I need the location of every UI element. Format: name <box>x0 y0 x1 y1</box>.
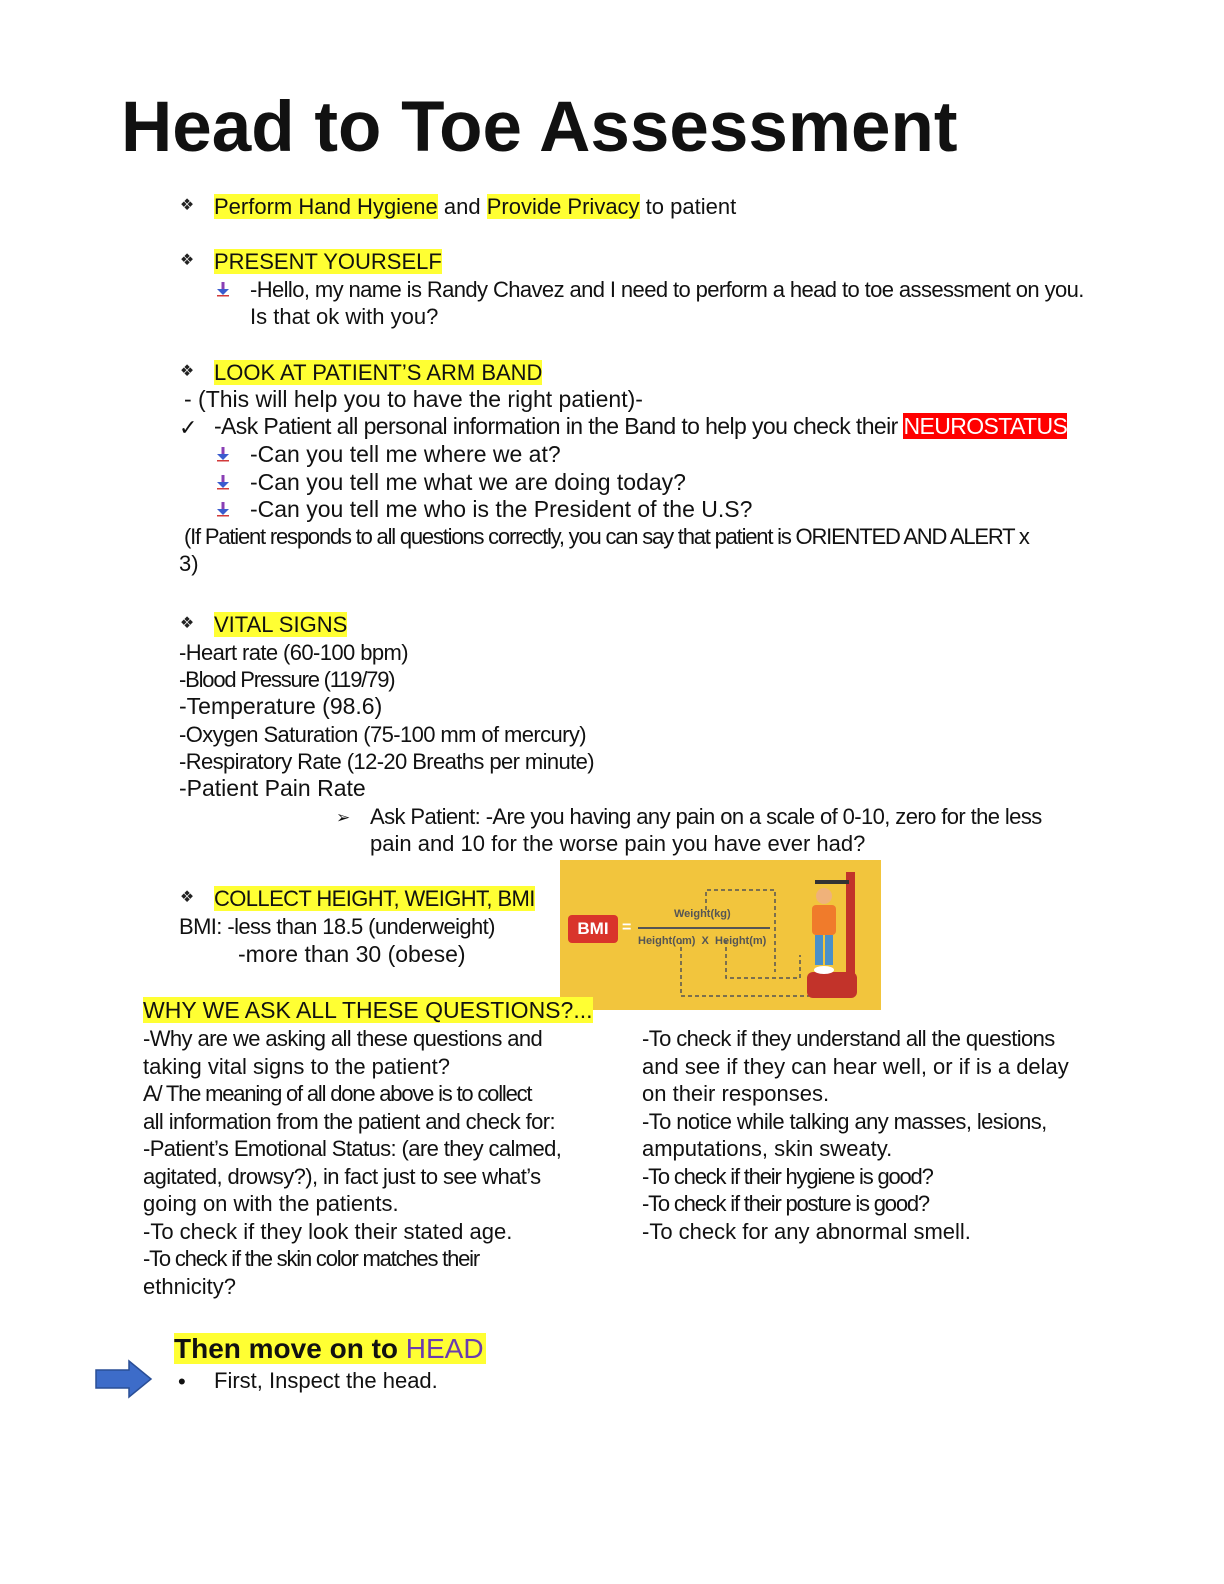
why-left-line: A/ The meaning of all done above is to c… <box>143 1081 533 1106</box>
why-right-line: -To check if their hygiene is good? <box>642 1163 934 1189</box>
vital-heart-rate: -Heart rate (60-100 bpm) <box>179 640 409 665</box>
down-arrow-bullet-icon <box>217 502 229 517</box>
bmi-heading: COLLECT HEIGHT, WEIGHT, BMI <box>214 885 535 912</box>
question-president: -Can you tell me who is the President of… <box>250 496 753 522</box>
bmi-heading-label: COLLECT HEIGHT, WEIGHT, BMI <box>214 886 535 911</box>
greeting-line-2: Is that ok with you? <box>250 304 439 329</box>
why-right-line: -To check if their posture is good? <box>642 1191 930 1216</box>
pain-question-line-2: pain and 10 for the worse pain you have … <box>370 831 866 856</box>
vital-blood-pressure: -Blood Pressure (119/79) <box>179 667 396 692</box>
privacy-highlight: Provide Privacy <box>486 194 640 219</box>
vital-temperature: -Temperature (98.6) <box>179 693 383 719</box>
why-left-line: agitated, drowsy?), in fact just to see … <box>143 1163 541 1189</box>
down-arrow-bullet-icon <box>217 282 229 297</box>
down-arrow-bullet-icon <box>217 447 229 462</box>
head-heading-text: Then move on to <box>174 1333 406 1364</box>
neurostatus-line: -Ask Patient all personal information in… <box>214 413 1068 440</box>
why-left-line: -Patient’s Emotional Status: (are they c… <box>143 1136 562 1161</box>
checkmark-icon: ✓ <box>179 415 198 440</box>
head-heading-word: HEAD <box>405 1333 484 1364</box>
greeting-line: -Hello, my name is Randy Chavez and I ne… <box>250 277 1084 302</box>
bmi-equals: = <box>622 919 632 936</box>
why-left-line: all information from the patient and che… <box>143 1108 556 1134</box>
bmi-numerator: Weight(kg) <box>674 908 731 920</box>
bmi-denominator: Height(cm) X Height(m) <box>638 935 767 947</box>
page-title: Head to Toe Assessment <box>121 88 958 167</box>
hand-hygiene-highlight: Perform Hand Hygiene <box>214 194 438 219</box>
neurostatus-text: -Ask Patient all personal information in… <box>214 413 904 439</box>
right-arrow-icon <box>95 1359 153 1399</box>
arm-band-note: - (This will help you to have the right … <box>184 386 643 412</box>
present-yourself-heading: PRESENT YOURSELF <box>214 248 442 275</box>
why-heading-label: WHY WE ASK ALL THESE QUESTIONS?... <box>143 997 593 1023</box>
down-arrow-bullet-icon <box>217 475 229 490</box>
diamond-bullet-icon: ❖ <box>179 889 195 906</box>
why-left-line: taking vital signs to the patient? <box>143 1053 450 1079</box>
oriented-result-line-2: 3) <box>179 551 199 576</box>
head-heading-highlight: Then move on to HEAD <box>174 1333 486 1364</box>
bmi-underweight: BMI: -less than 18.5 (underweight) <box>179 914 495 939</box>
why-right-line: on their responses. <box>642 1081 830 1106</box>
why-left-line: going on with the patients. <box>143 1191 399 1216</box>
bmi-badge: BMI <box>577 919 609 938</box>
why-right-line: -To check for any abnormal smell. <box>642 1218 971 1244</box>
question-what: -Can you tell me what we are doing today… <box>250 469 686 495</box>
to-patient-text: to patient <box>639 194 737 219</box>
why-right-line: amputations, skin sweaty. <box>642 1136 893 1161</box>
round-bullet-icon: • <box>178 1369 186 1394</box>
why-right-line: -To notice while talking any masses, les… <box>642 1108 1047 1134</box>
why-right-line: -To check if they understand all the que… <box>642 1026 1055 1051</box>
vital-pain-rate: -Patient Pain Rate <box>179 775 366 801</box>
and-text: and <box>437 194 487 219</box>
oriented-result-line: (If Patient responds to all questions co… <box>184 524 1030 549</box>
inspect-head-item: First, Inspect the head. <box>214 1368 438 1393</box>
vital-signs-label: VITAL SIGNS <box>214 612 348 637</box>
why-heading: WHY WE ASK ALL THESE QUESTIONS?... <box>143 997 593 1024</box>
arm-band-heading: LOOK AT PATIENT’S ARM BAND <box>214 359 543 386</box>
bmi-obese: -more than 30 (obese) <box>238 941 466 967</box>
bmi-scale-illustration <box>568 872 857 998</box>
why-right-column: -To check if they understand all the que… <box>642 1025 1112 1245</box>
why-left-line: -To check if the skin color matches thei… <box>143 1246 480 1271</box>
why-right-line: and see if they can hear well, or if is … <box>642 1053 1069 1079</box>
vital-signs-heading: VITAL SIGNS <box>214 611 348 638</box>
vital-respiratory: -Respiratory Rate (12-20 Breaths per min… <box>179 749 595 774</box>
why-left-line: -To check if they look their stated age. <box>143 1218 513 1244</box>
hygiene-privacy-line: Perform Hand Hygiene and Provide Privacy… <box>214 193 736 220</box>
diamond-bullet-icon: ❖ <box>179 252 195 269</box>
neurostatus-highlight: NEUROSTATUS <box>903 413 1068 439</box>
diamond-bullet-icon: ❖ <box>179 363 195 380</box>
bmi-formula-figure: BMI = Weight(kg) Height(cm) X Height(m) <box>560 860 881 1010</box>
question-where: -Can you tell me where we at? <box>250 441 561 467</box>
arm-band-label: LOOK AT PATIENT’S ARM BAND <box>214 360 543 385</box>
head-heading: Then move on to HEAD <box>174 1332 486 1366</box>
vital-oxygen: -Oxygen Saturation (75-100 mm of mercury… <box>179 722 587 747</box>
diamond-bullet-icon: ❖ <box>179 197 195 214</box>
why-left-column: -Why are we asking all these questions a… <box>143 1025 603 1300</box>
why-left-line: -Why are we asking all these questions a… <box>143 1026 543 1051</box>
why-left-line: ethnicity? <box>143 1273 236 1299</box>
pain-question-line: Ask Patient: -Are you having any pain on… <box>370 804 1042 829</box>
diamond-bullet-icon: ❖ <box>179 615 195 632</box>
present-yourself-label: PRESENT YOURSELF <box>214 249 442 274</box>
arrowhead-bullet-icon: ➢ <box>336 808 351 827</box>
